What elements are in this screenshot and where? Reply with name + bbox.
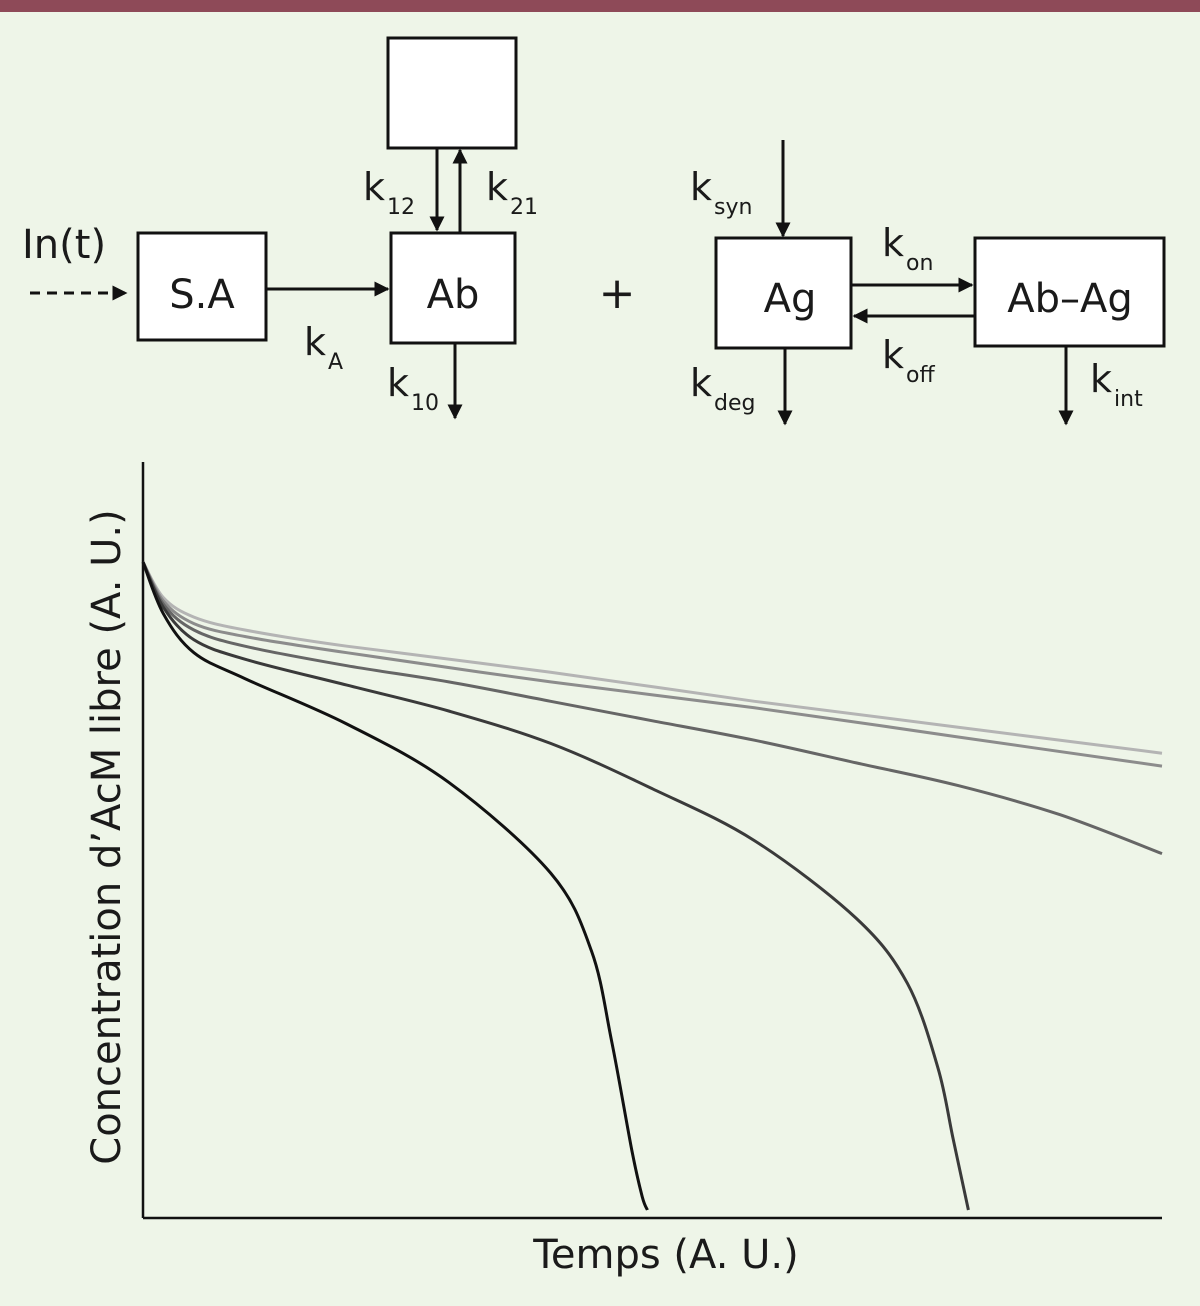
series-line-4 — [141, 561, 1163, 768]
box-sa — [136, 231, 268, 342]
rate-ksyn: ksyn — [690, 165, 752, 220]
top-accent-bar — [0, 0, 1200, 12]
chart: Temps (A. U.) Concentration d’AcM libre … — [84, 462, 1163, 1278]
box-ab — [389, 231, 517, 345]
box-ab-ag — [973, 236, 1166, 348]
plus-sign: + — [599, 268, 636, 319]
rate-kint: kint — [1090, 357, 1143, 412]
x-axis-title: Temps (A. U.) — [532, 1232, 798, 1278]
rate-k10: k10 — [387, 361, 439, 416]
pk-diagram: In(t) S.A kA Ab k12 k21 k10 + — [22, 36, 1166, 426]
rate-kdeg: kdeg — [690, 361, 755, 416]
box-peripheral — [386, 36, 518, 150]
rate-ka: kA — [304, 320, 343, 375]
rate-k12: k12 — [363, 165, 415, 220]
series-line-2 — [141, 561, 970, 1211]
series-layer — [141, 561, 1163, 1211]
box-sa-label: S.A — [169, 272, 235, 318]
box-ag-label: Ag — [764, 276, 817, 322]
box-ab-ag-label: Ab–Ag — [1007, 276, 1133, 322]
input-label: In(t) — [22, 222, 106, 268]
rate-koff: koff — [882, 333, 935, 388]
rate-k21: k21 — [486, 165, 538, 220]
series-line-5 — [141, 561, 1163, 755]
series-line-1 — [141, 561, 649, 1211]
rate-kon: kon — [882, 221, 933, 276]
series-line-3 — [141, 561, 1163, 856]
y-axis-title: Concentration d’AcM libre (A. U.) — [84, 509, 130, 1164]
box-ag — [714, 236, 853, 350]
box-ab-label: Ab — [427, 272, 480, 318]
